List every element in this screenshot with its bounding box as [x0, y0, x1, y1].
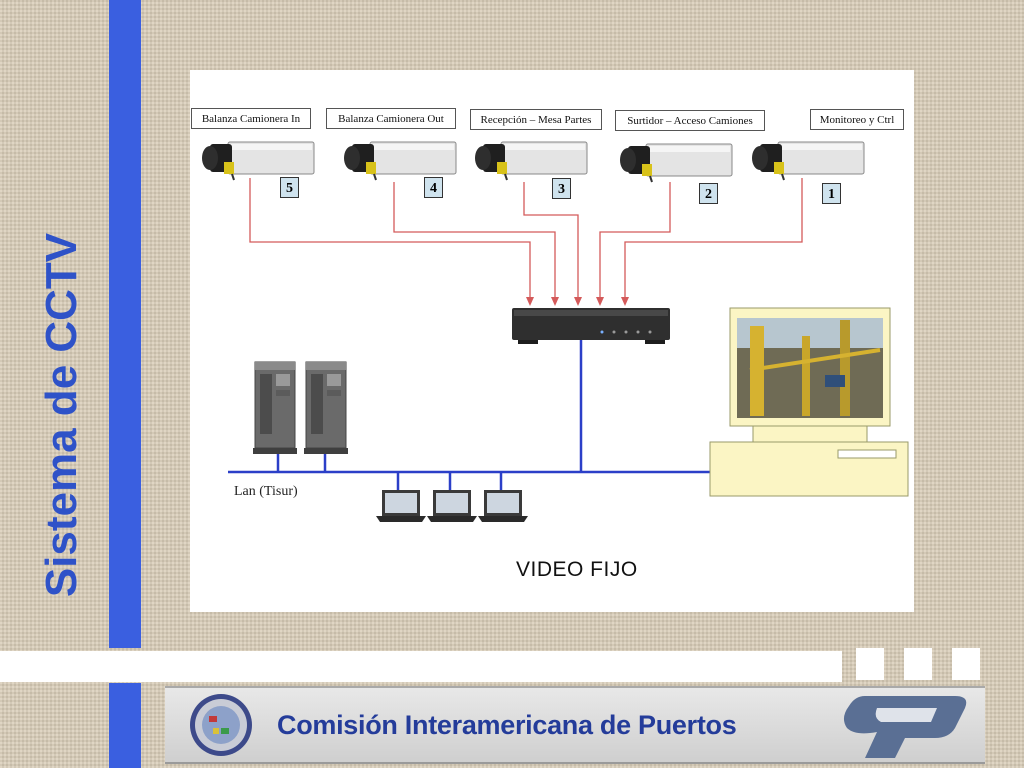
dvr-recorder-icon	[512, 308, 670, 344]
camera-label: Balanza Camionera In	[191, 108, 311, 129]
camera-label: Recepción – Mesa Partes	[470, 109, 602, 130]
organization-name: Comisión Interamericana de Puertos	[277, 710, 737, 740]
camera-number: 5	[280, 177, 299, 198]
accent-bar-top	[109, 0, 141, 648]
lan-label: Lan (Tisur)	[234, 484, 298, 499]
diagram-caption: VIDEO FIJO	[516, 558, 638, 581]
lan-network-lines	[228, 340, 712, 490]
decorative-square	[904, 648, 932, 680]
camera-number: 4	[424, 177, 443, 198]
camera-icon	[344, 141, 457, 181]
cable-arrows	[526, 297, 629, 306]
slide-title: Sistema de CCTV	[37, 232, 86, 598]
server-icon	[304, 361, 348, 454]
decorative-square	[856, 648, 884, 680]
camera-icon	[202, 141, 315, 181]
laptop-icon	[427, 490, 477, 522]
camera-number: 3	[552, 178, 571, 199]
footer-banner: Comisión Interamericana de Puertos	[165, 686, 985, 764]
cctv-diagram: Balanza Camionera In Balanza Camionera O…	[190, 70, 914, 612]
monitoring-workstation-icon	[709, 307, 909, 497]
camera-icon	[475, 141, 588, 181]
server-icon	[253, 361, 297, 454]
camera-icon	[620, 143, 733, 183]
accent-bar-bottom	[109, 683, 141, 768]
camera-label: Balanza Camionera Out	[326, 108, 456, 129]
cip-logo-icon	[843, 696, 967, 758]
camera-icon	[752, 141, 865, 181]
camera-label: Monitoreo y Ctrl	[810, 109, 904, 130]
camera-number: 1	[822, 183, 841, 204]
camera-cables	[249, 178, 803, 303]
laptop-icon	[478, 490, 528, 522]
camera-label: Surtidor – Acceso Camiones	[615, 110, 765, 131]
footer-white-band	[0, 651, 842, 682]
cip-seal-icon	[190, 694, 252, 756]
decorative-square	[952, 648, 980, 680]
laptop-icon	[376, 490, 426, 522]
camera-number: 2	[699, 183, 718, 204]
